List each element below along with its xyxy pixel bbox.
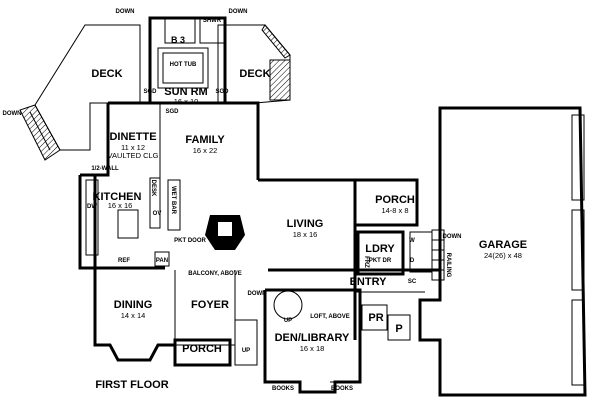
garage-label: GARAGE	[479, 239, 527, 251]
den-label: DEN/LIBRARY	[275, 332, 350, 344]
railing-label: RAILING	[445, 253, 451, 278]
sun-room-dims: 16 x 10	[174, 97, 199, 106]
d-label: D	[410, 258, 415, 264]
living-dims: 18 x 16	[293, 230, 318, 239]
half-wall-label: 1/2-WALL	[91, 166, 119, 172]
down-label-5: DOWN	[248, 291, 267, 297]
kitchen-label: KITCHEN	[93, 191, 142, 203]
kitchen-dims: 16 x 16	[108, 201, 133, 210]
sgd-label-3: SGD	[165, 109, 179, 115]
den-dims: 16 x 18	[300, 344, 325, 353]
down-label-3: DOWN	[3, 111, 22, 117]
family-label: FAMILY	[185, 134, 225, 146]
deck-left	[19, 24, 141, 161]
garage-dims: 24(26) x 48	[484, 251, 522, 260]
entry-label: ENTRY	[350, 276, 388, 288]
dinette-dims: 11 x 12	[121, 143, 145, 152]
house-walls	[78, 101, 587, 397]
dw-label: DW	[87, 204, 97, 210]
dinette-note: VAULTED CLG	[108, 151, 159, 160]
deck-left-label: DECK	[91, 68, 122, 80]
desk-label: DESK	[150, 180, 156, 197]
bath3-label: B 3	[171, 35, 185, 45]
laundry-label: LDRY	[365, 243, 395, 255]
floor-label: FIRST FLOOR	[95, 379, 168, 391]
down-label-1: DOWN	[116, 9, 135, 15]
dining-label: DINING	[114, 299, 153, 311]
books-label-1: BOOKS	[272, 386, 294, 392]
frz-label: FRZ	[363, 256, 369, 268]
deck-right-label: DECK	[239, 68, 270, 80]
sgd-label-2: SGD	[215, 89, 229, 95]
up-label-1: UP	[284, 318, 292, 324]
shower-label: SHWR	[203, 18, 222, 24]
balcony-label: BALCONY, ABOVE	[188, 271, 241, 277]
living-label: LIVING	[287, 218, 324, 230]
rear-porch-label: PORCH	[375, 194, 415, 206]
wet-bar-label: WET BAR	[170, 186, 176, 215]
deck-right	[217, 24, 291, 104]
foyer-label: FOYER	[191, 299, 229, 311]
down-label-4: DOWN	[443, 234, 462, 240]
up-label-2: UP	[242, 348, 250, 354]
powder-label: PR	[368, 312, 383, 324]
pantry-small-label: P	[395, 323, 402, 335]
front-porch-label: PORCH	[182, 343, 222, 355]
sgd-label-1: SGD	[143, 89, 157, 95]
dining-dims: 14 x 14	[121, 311, 146, 320]
room-labels: DOWN DOWN DOWN DOWN DOWN DECK DECK B 3 S…	[3, 9, 528, 392]
ref-label: REF	[118, 258, 130, 264]
rear-porch-dims: 14-8 x 8	[381, 206, 408, 215]
hot-tub-label: HOT TUB	[170, 62, 197, 68]
down-label-2: DOWN	[229, 9, 248, 15]
pan-label: PAN	[156, 258, 168, 264]
dinette-label: DINETTE	[109, 131, 156, 143]
sun-room-label: SUN RM	[164, 86, 207, 98]
pkt-door-label: PKT DOOR	[174, 238, 206, 244]
ov-label: OV	[153, 211, 162, 217]
books-label-2: BOOKS	[331, 386, 353, 392]
sc-label: SC	[408, 279, 417, 285]
pkt-dr-label: PKT DR	[369, 258, 392, 264]
family-dims: 16 x 22	[193, 146, 218, 155]
w-label: W	[409, 238, 415, 244]
loft-label: LOFT, ABOVE	[310, 314, 349, 320]
